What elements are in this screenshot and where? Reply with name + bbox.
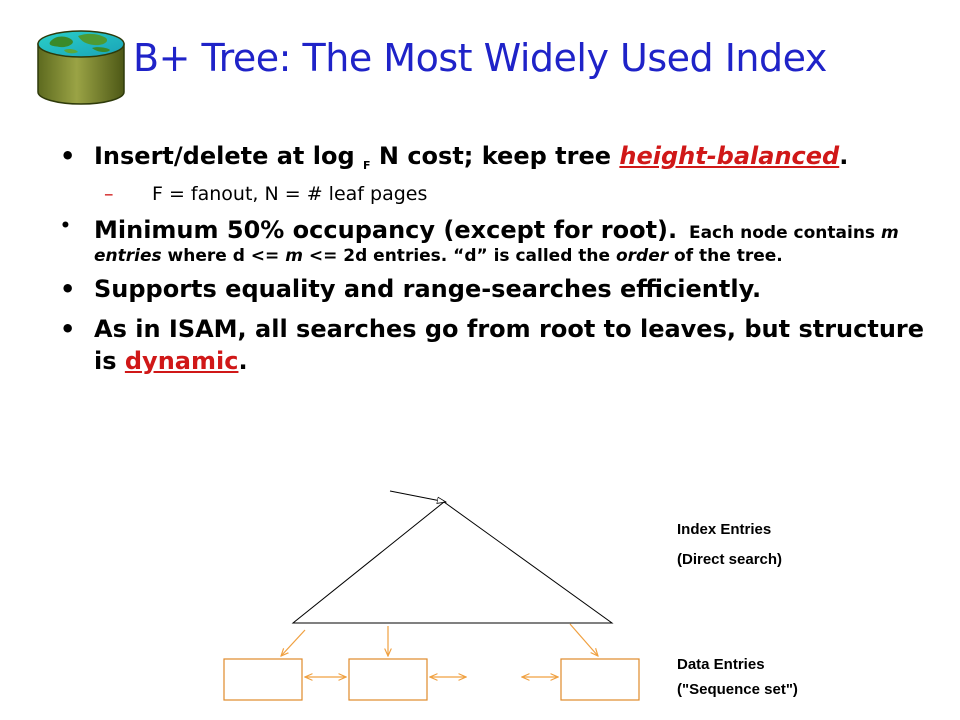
italic-m-entries: m entries	[94, 223, 899, 266]
bullet-insert-delete: Insert/delete at log F N cost; keep tree…	[60, 140, 940, 177]
index-entries-label: Index Entries	[677, 521, 772, 538]
bullet-lead-text: Minimum 50% occupancy (except for root).	[94, 216, 678, 244]
highlight-dynamic: dynamic	[124, 347, 239, 375]
sequence-set-label: ("Sequence set")	[677, 681, 798, 698]
bullet-text: As in ISAM, all searches go from root to…	[94, 315, 925, 375]
bullet-text: of the tree.	[668, 246, 783, 266]
highlight-height-balanced: height-balanced	[619, 142, 840, 170]
direct-search-label: (Direct search)	[677, 551, 783, 568]
subitem-fanout: F = fanout, N = # leaf pages	[60, 181, 940, 207]
index-triangle	[291, 501, 614, 624]
leaf-page	[560, 658, 640, 701]
database-globe-icon	[37, 30, 125, 105]
bullet-text: .	[839, 142, 849, 170]
italic-m: m	[285, 246, 303, 266]
bullet-text: where d <=	[161, 246, 286, 266]
bullet-list: Insert/delete at log F N cost; keep tree…	[60, 140, 940, 377]
leaf-page	[348, 658, 428, 701]
bullet-text: N cost; keep tree	[370, 142, 620, 170]
bullet-text: <= 2d entries. “d” is called the	[302, 246, 616, 266]
data-entries-label: Data Entries	[677, 656, 765, 673]
leaf-page	[223, 658, 303, 701]
slide-title: B+ Tree: The Most Widely Used Index	[133, 36, 827, 80]
subscript-f: F	[363, 159, 371, 172]
bullet-equality-range: Supports equality and range-searches eff…	[60, 273, 940, 305]
leaf-pointer-arrow	[281, 629, 306, 656]
bullet-text: Each node contains	[688, 223, 881, 243]
bullet-text: .	[238, 347, 248, 375]
bullet-isam: As in ISAM, all searches go from root to…	[60, 313, 940, 377]
leaf-pointer-arrow	[569, 623, 598, 656]
root-pointer-arrow	[389, 490, 446, 502]
bullet-text: Insert/delete at log	[94, 142, 363, 170]
italic-order: order	[615, 246, 669, 266]
bullet-occupancy: Minimum 50% occupancy (except for root).…	[60, 215, 940, 267]
